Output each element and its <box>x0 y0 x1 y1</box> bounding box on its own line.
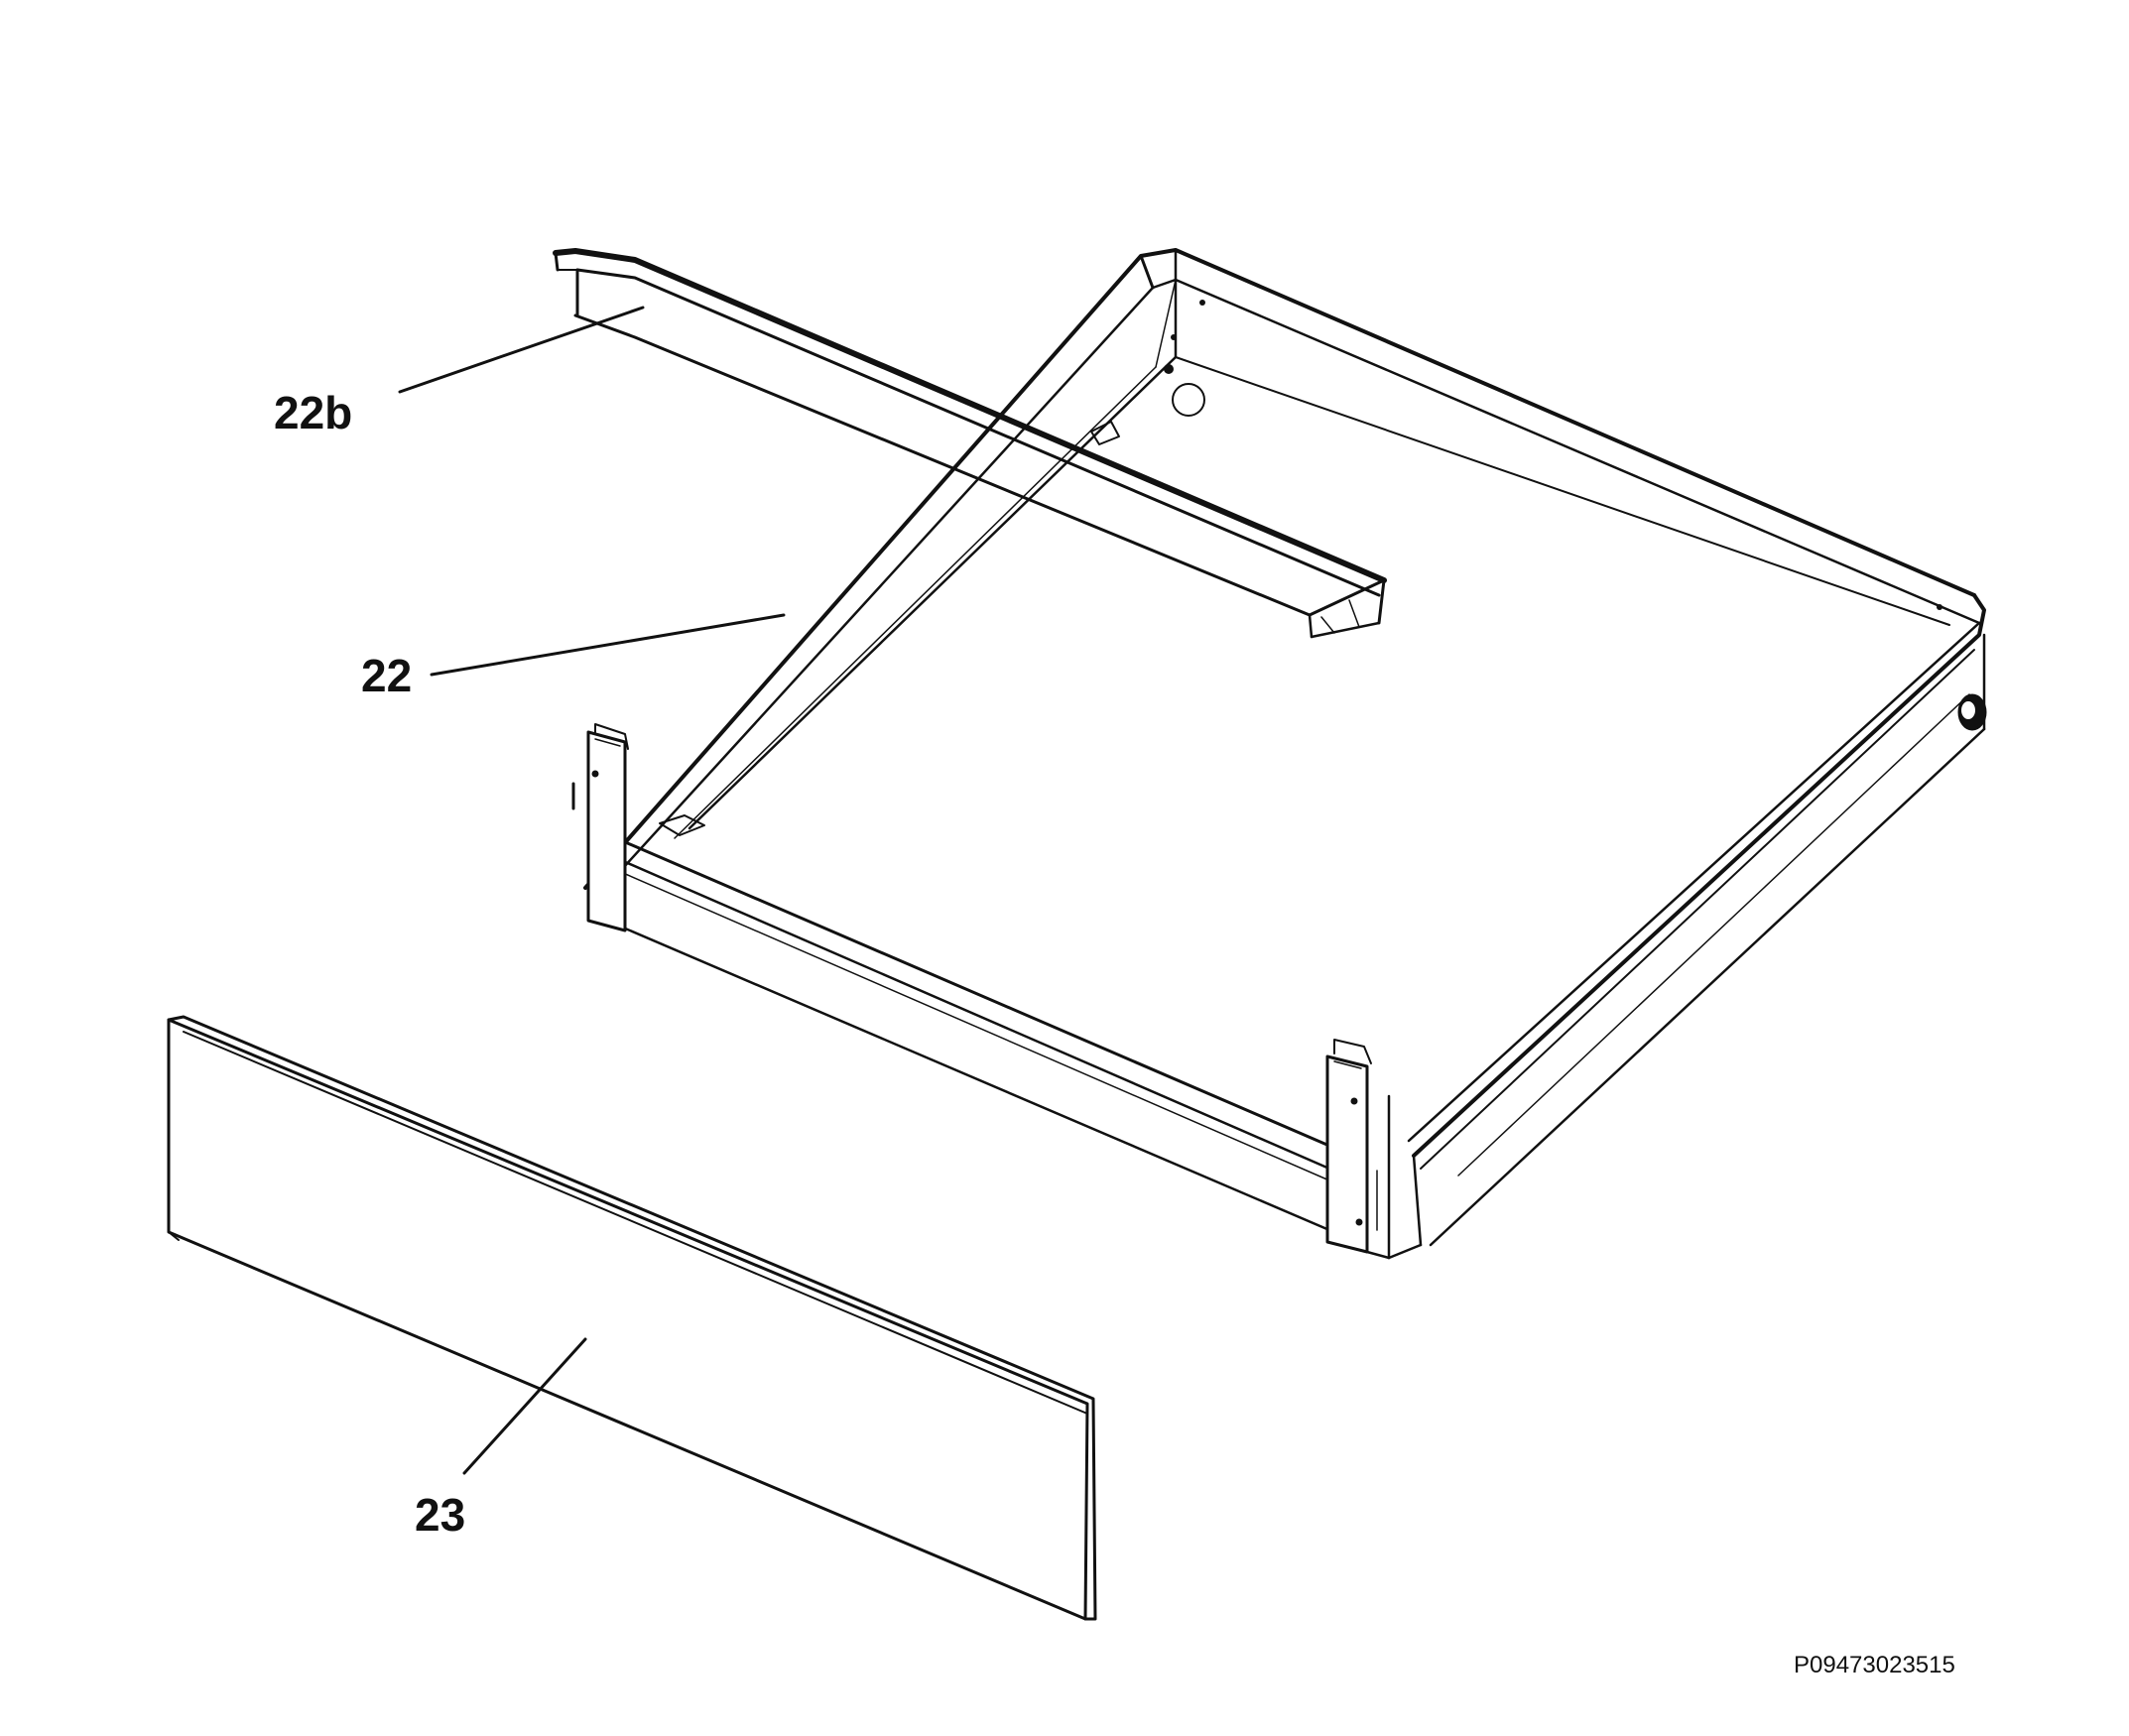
leader-line-22b <box>398 306 645 394</box>
callout-label-23: 23 <box>415 1489 465 1541</box>
callout-label-22b: 22b <box>274 387 352 438</box>
cross-rail-part-22b <box>553 248 1387 639</box>
callout-label-22: 22 <box>361 650 412 701</box>
front-panel-part-23 <box>167 1015 1097 1621</box>
document-id: P09473023515 <box>1794 1652 1955 1678</box>
leader-line-23 <box>462 1337 587 1475</box>
drawer-tray-part-22 <box>571 248 1987 1260</box>
leader-lines <box>398 306 786 1475</box>
leader-line-22 <box>430 613 786 677</box>
